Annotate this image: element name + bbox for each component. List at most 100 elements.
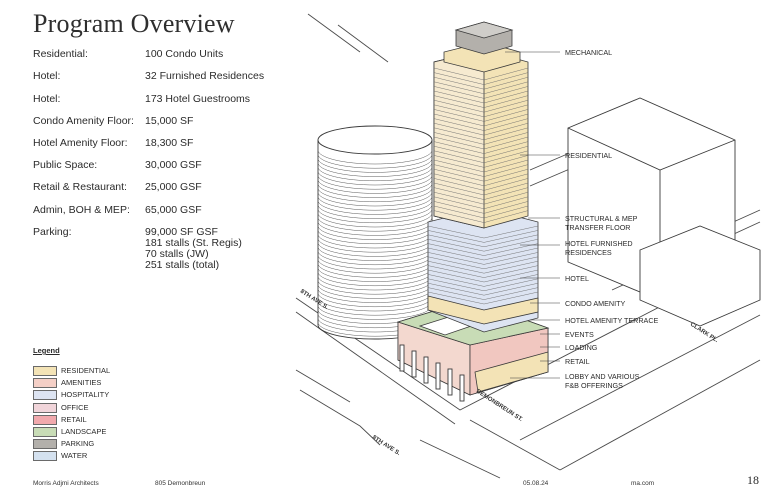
legend-swatch xyxy=(33,390,57,400)
tower-floor-line xyxy=(427,291,539,305)
tower-floor-line xyxy=(427,252,539,265)
tower-floor-line xyxy=(433,191,529,205)
tower-floor-line xyxy=(427,247,539,261)
tower-floor-line xyxy=(433,104,529,118)
tower-floor-line xyxy=(427,265,539,278)
tower-floor-line xyxy=(427,274,539,287)
callout-hotel-amenity: HOTEL AMENITY TERRACE xyxy=(565,316,659,325)
cylinder-floor-line xyxy=(317,149,433,165)
cylinder-floor-line xyxy=(317,246,433,261)
cylinder-floor-line xyxy=(317,288,433,303)
footer-project: 805 Demonbreun xyxy=(155,480,206,487)
tower-floor-line xyxy=(433,159,529,173)
cylinder-floor-line xyxy=(317,238,433,253)
tower-floor-line xyxy=(433,201,529,214)
cylinder-floor-line xyxy=(317,217,433,232)
callout-condo-amenity: CONDO AMENITY xyxy=(565,299,626,308)
footer-date: 05.08.24 xyxy=(523,480,549,487)
tower-floor-line xyxy=(427,287,539,300)
legend-label: RESIDENTIAL xyxy=(61,366,111,375)
program-label: Parking: xyxy=(33,226,72,238)
callout-structural-line2: TRANSFER FLOOR xyxy=(565,223,631,232)
legend-label: RETAIL xyxy=(61,415,87,424)
callout-structural-line1: STRUCTURAL & MEP xyxy=(565,214,638,223)
tower-floor-line xyxy=(427,243,539,256)
callout-lobby-line1: LOBBY AND VARIOUS xyxy=(565,372,640,381)
context-building-far-right xyxy=(639,225,761,327)
tower-floor-line xyxy=(433,145,529,159)
tower-floor-line xyxy=(433,178,529,191)
cylinder-floor-line xyxy=(317,179,433,194)
tower-floor-line xyxy=(427,230,539,243)
program-label: Hotel Amenity Floor: xyxy=(33,137,128,149)
program-label: Public Space: xyxy=(33,159,98,171)
cylinder-floor-line xyxy=(317,280,433,295)
cylinder-floor-line xyxy=(317,267,433,282)
legend-swatch xyxy=(33,415,57,425)
cylinder-floor-line xyxy=(317,225,433,240)
page-number: 18 xyxy=(747,473,759,487)
tower-floor-line xyxy=(433,196,529,210)
tower-floor-line xyxy=(433,168,529,182)
cylinder-floor-line xyxy=(317,191,433,207)
tower-floor-line xyxy=(427,225,539,239)
program-value: 65,000 GSF xyxy=(145,204,202,216)
tower-floor-line xyxy=(433,132,529,145)
cylinder-floor-line xyxy=(317,183,433,198)
legend-swatch xyxy=(33,451,57,461)
legend-swatch xyxy=(33,439,57,449)
cylinder-floor-line xyxy=(317,166,433,182)
program-label: Hotel: xyxy=(33,70,61,82)
callout-lobby-line2: F&B OFFERINGS xyxy=(565,381,623,390)
cylinder-floor-line xyxy=(317,175,433,190)
program-value: 32 Furnished Residences xyxy=(145,70,265,82)
main-tower xyxy=(427,21,539,333)
cylinder-floor-line xyxy=(317,250,433,266)
program-value: 99,000 SF GSF xyxy=(145,226,218,238)
tower-floor-line xyxy=(433,205,529,219)
street-label-clark: CLARK PL. xyxy=(689,322,719,345)
tower-floor-line xyxy=(433,95,529,108)
callout-furnished-line1: HOTEL FURNISHED xyxy=(565,239,633,248)
tower-floor-line xyxy=(433,210,529,223)
cylinder-floor-line xyxy=(317,162,433,177)
podium-column xyxy=(411,350,417,378)
cylinder-floor-line xyxy=(317,187,433,203)
program-label: Hotel: xyxy=(33,93,61,105)
legend-label: HOSPITALITY xyxy=(61,390,110,399)
program-label: Residential: xyxy=(33,48,88,60)
tower-floor-line xyxy=(427,234,539,248)
podium-column xyxy=(399,344,405,372)
street-label-demonbreun: DEMONBREUN ST. xyxy=(475,389,524,424)
tower-floor-line xyxy=(433,182,529,196)
tower-floor-line xyxy=(427,282,539,296)
tower-floor-line xyxy=(433,136,529,150)
podium-column xyxy=(423,356,429,384)
cylinder-floor-line xyxy=(317,254,433,270)
legend-label: AMENITIES xyxy=(61,378,102,387)
callout-residential: RESIDENTIAL xyxy=(565,151,612,160)
program-value: 15,000 SF xyxy=(145,115,194,127)
program-value: 30,000 GSF xyxy=(145,159,202,171)
tower-floor-line xyxy=(433,141,529,154)
cylinder-floor-line xyxy=(317,292,433,308)
street-label-8th-ave-bottom: 8TH AVE S. xyxy=(371,435,401,458)
tower-floor-line xyxy=(433,86,529,99)
tower-floor-line xyxy=(433,127,529,141)
program-label: Admin, BOH & MEP: xyxy=(33,204,130,216)
legend-swatch xyxy=(33,403,57,413)
callout-loading: LOADING xyxy=(565,343,598,352)
cylinder-floor-line xyxy=(317,170,433,186)
cylinder-floor-line xyxy=(317,229,433,245)
podium-column xyxy=(459,374,465,402)
podium-columns xyxy=(399,344,465,402)
cylinder-floor-line xyxy=(317,242,433,257)
tower-floor-line xyxy=(433,118,529,131)
cylinder-floor-line xyxy=(317,259,433,274)
podium-column xyxy=(447,368,453,396)
tower-floor-line xyxy=(433,67,529,81)
podium-column xyxy=(435,362,441,390)
tower-floor-line xyxy=(433,173,529,187)
program-value: 25,000 GSF xyxy=(145,181,202,193)
